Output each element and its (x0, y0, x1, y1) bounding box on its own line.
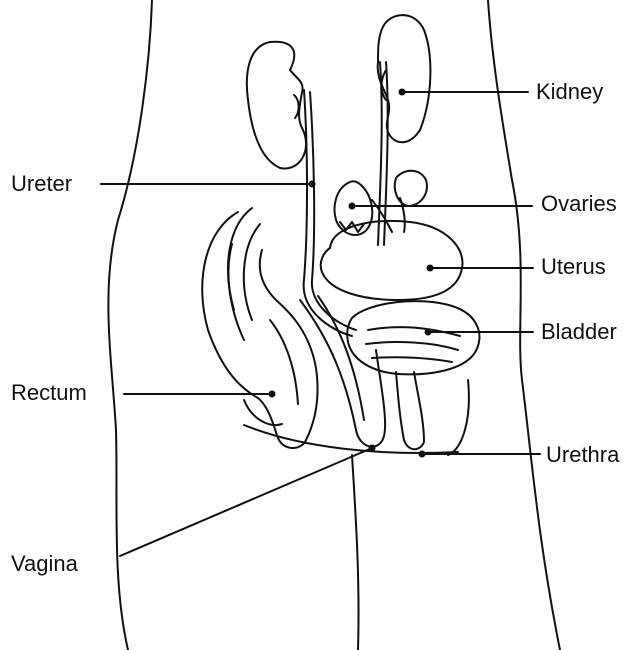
dot-rectum (269, 391, 276, 398)
dot-ovaries (349, 203, 356, 210)
label-rectum: Rectum (11, 382, 87, 404)
dot-ureter (309, 181, 316, 188)
label-bladder: Bladder (541, 321, 617, 343)
bladder (347, 301, 479, 374)
label-ureter: Ureter (11, 173, 72, 195)
urethra (396, 372, 424, 449)
label-urethra: Urethra (546, 444, 619, 466)
dot-vagina (369, 445, 376, 452)
rectum (202, 208, 317, 448)
label-ovaries: Ovaries (541, 193, 617, 215)
dot-kidney (399, 89, 406, 96)
kidney-left (247, 42, 306, 169)
ureters (304, 62, 388, 336)
label-uterus: Uterus (541, 256, 606, 278)
label-vagina: Vagina (11, 553, 78, 575)
leader-lines (101, 92, 540, 556)
dot-urethra (419, 451, 426, 458)
label-kidney: Kidney (536, 81, 603, 103)
leader-dots (269, 89, 434, 458)
leader-vagina (120, 448, 372, 556)
kidney-right (378, 15, 431, 142)
dot-uterus (427, 265, 434, 272)
dot-bladder (425, 329, 432, 336)
